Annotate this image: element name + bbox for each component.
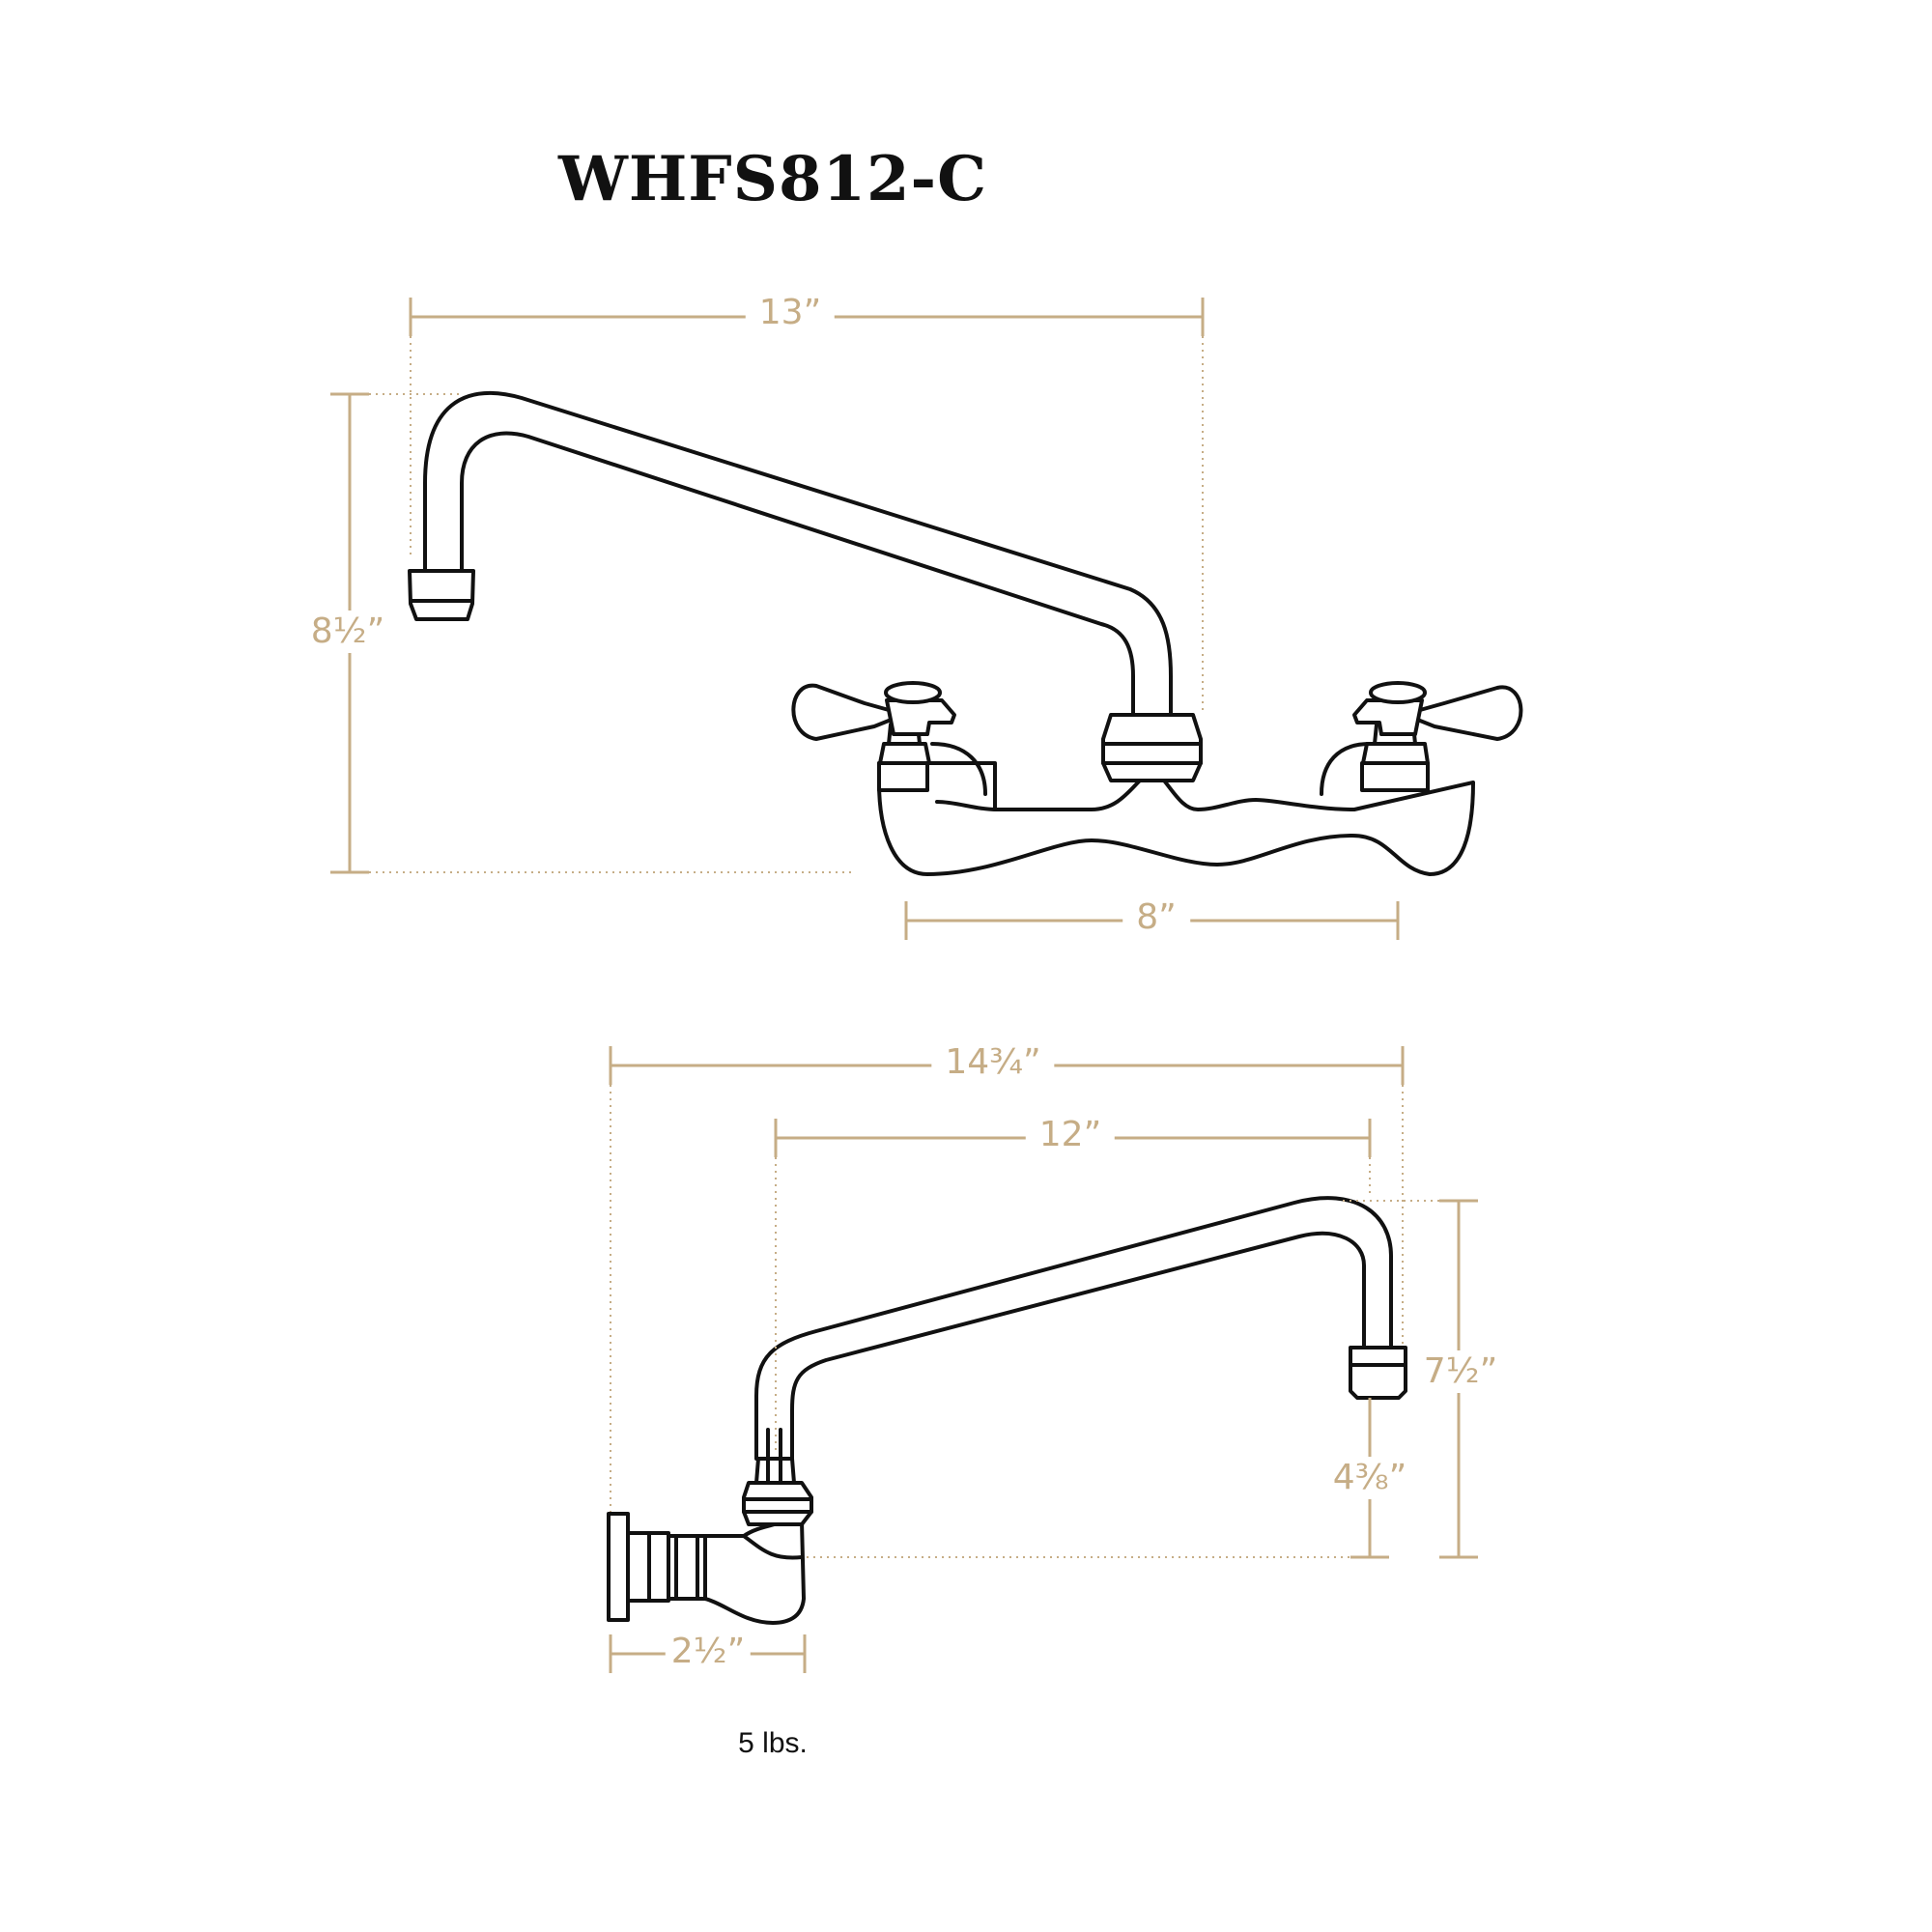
dim-spout-reach: 13”	[745, 292, 836, 334]
model-title: WHFS812-C	[557, 143, 988, 215]
dim-spout-length: 12”	[1025, 1114, 1116, 1156]
side-body	[703, 1520, 806, 1625]
front-right-valve	[1352, 681, 1523, 792]
dim-overall-depth: 14¾”	[931, 1041, 1055, 1084]
front-spout-tube	[423, 390, 1173, 717]
front-right-handle-icon	[1408, 685, 1523, 741]
side-spout-tube	[754, 1196, 1393, 1461]
dim-center-to-center: 8”	[1122, 896, 1190, 939]
front-view-faucet	[408, 390, 1523, 876]
front-left-handle-icon	[791, 683, 900, 741]
dim-outlet-height: 4⅜”	[1319, 1457, 1421, 1499]
side-view-faucet	[607, 1196, 1407, 1625]
dim-spout-height: 8½”	[297, 611, 399, 653]
product-weight: 5 lbs.	[738, 1727, 808, 1759]
side-swivel-nut	[742, 1481, 813, 1526]
front-center-nut	[1101, 713, 1203, 782]
dim-wall-to-swivel: 2½”	[665, 1631, 752, 1673]
dim-overall-height: 7½”	[1409, 1350, 1512, 1393]
side-aerator	[1349, 1346, 1407, 1400]
front-aerator	[408, 569, 475, 621]
side-wall-flange	[607, 1512, 630, 1622]
front-left-valve	[791, 681, 956, 792]
